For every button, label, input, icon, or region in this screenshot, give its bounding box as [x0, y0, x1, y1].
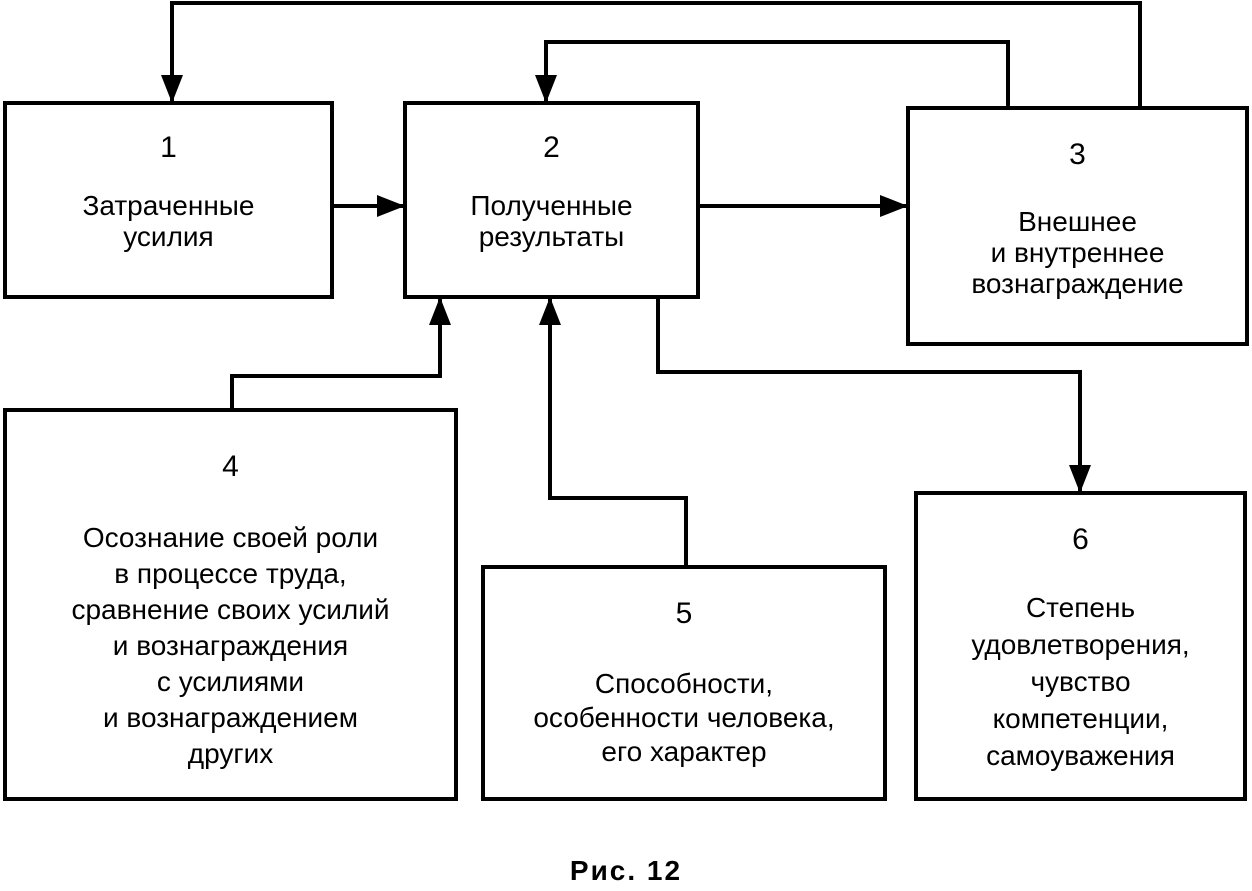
node-4-label: Осознание своей роли в процессе труда, с…: [71, 522, 390, 769]
node-6-satisfaction: 6 Степень удовлетворения, чувство компет…: [914, 491, 1247, 801]
node-2-results: 2 Полученные результаты: [403, 101, 700, 299]
edge-5-to-2: [539, 297, 688, 565]
node-3-reward: 3 Внешнее и внутреннее вознаграждение: [906, 106, 1249, 346]
node-6-number: 6: [1072, 523, 1089, 556]
node-4-role-awareness: 4 Осознание своей роли в процессе труда,…: [3, 408, 458, 801]
edge-2-to-6: [656, 299, 1091, 493]
node-4-number: 4: [222, 450, 239, 483]
node-1-number: 1: [160, 131, 177, 164]
edge-4-to-2: [230, 297, 451, 408]
edge-3-to-1: [161, 1, 1142, 106]
node-2-number: 2: [543, 131, 560, 164]
node-5-number: 5: [675, 597, 693, 630]
node-2-label: Полученные результаты: [470, 190, 633, 252]
node-6-label: Степень удовлетворения, чувство компетен…: [971, 592, 1190, 771]
edge-3-to-2: [535, 40, 1010, 106]
figure-caption: Рис. 12: [569, 855, 683, 886]
node-3-number: 3: [1069, 138, 1086, 171]
node-1-label: Затраченные усилия: [82, 190, 255, 252]
node-3-label: Внешнее и внутреннее вознаграждение: [971, 206, 1184, 299]
node-5-label: Способности, особенности человека, его х…: [533, 668, 835, 767]
node-5-abilities: 5 Способности, особенности человека, его…: [481, 565, 887, 801]
node-1-effort: 1 Затраченные усилия: [3, 101, 334, 299]
